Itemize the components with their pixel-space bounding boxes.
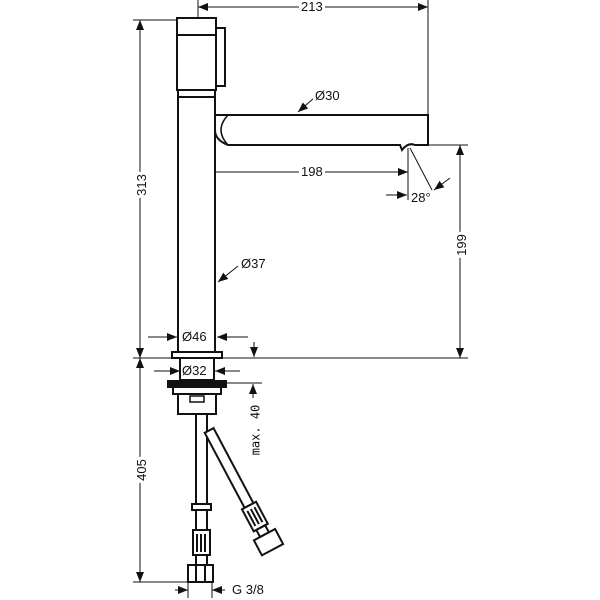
supply-hoses: [187, 413, 285, 583]
dimension-spout-diameter: Ø30: [313, 88, 342, 103]
dimension-outlet-angle: 28°: [411, 190, 431, 205]
dimension-shank-diameter: Ø32: [182, 363, 207, 378]
dimension-total-height: 313: [133, 172, 149, 198]
dimension-spout-reach: 213: [299, 0, 325, 14]
dimension-hose-length: 405: [133, 457, 149, 483]
dimension-base-diameter: Ø46: [180, 329, 209, 344]
dimension-outlet-height: 199: [453, 232, 469, 258]
dimension-max-deck-thickness: max. 40: [248, 402, 263, 458]
faucet-body: [167, 17, 429, 415]
dimension-connection-thread: G 3/8: [230, 582, 266, 597]
dimension-outlet-reach: 198: [299, 164, 325, 179]
dimension-body-diameter: Ø37: [239, 256, 268, 271]
